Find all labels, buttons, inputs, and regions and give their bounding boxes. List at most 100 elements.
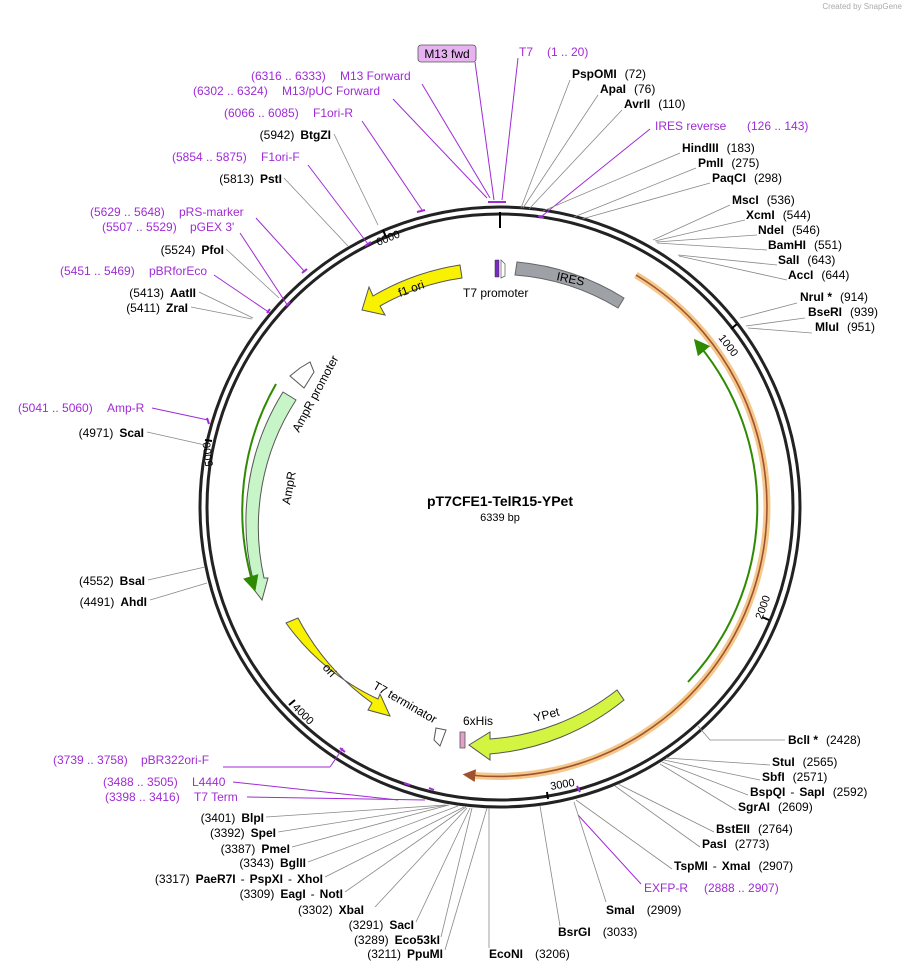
blpi-site: (3401)BlpI: [201, 811, 264, 825]
avrii-site: AvrII(110): [624, 97, 685, 111]
bsai-leader: [147, 566, 206, 581]
t7-terminator-feature: [433, 727, 447, 747]
pgex3-name: pGEX 3': [190, 220, 234, 234]
ppumi-leader: [444, 807, 488, 951]
tspmi-site: TspMI-XmaI(2907): [674, 859, 793, 873]
eco53ki-leader: [440, 807, 473, 938]
sali-site: SalI(643): [778, 253, 835, 267]
spei-leader: [277, 804, 449, 833]
ahdi-leader: [149, 582, 208, 601]
pmei-leader: [291, 804, 450, 848]
bsrgi-site: BsrGI(3033): [558, 925, 637, 939]
t7-term-leader: [246, 796, 426, 801]
ampr-primer-range: (5041 .. 5060): [18, 401, 93, 415]
blpi-leader: [265, 804, 447, 818]
acci-leader: [678, 255, 788, 281]
exfp-r-mark: [576, 785, 581, 793]
pbrforeco-mark: [266, 308, 271, 314]
pasi-leader: [614, 785, 701, 848]
his-feature: [459, 731, 466, 749]
ires-reverse-range: (126 .. 143): [747, 119, 808, 133]
pmli-site: PmlI(275): [698, 156, 759, 170]
ypet-feature: [468, 689, 625, 761]
pfoi-leader: [225, 248, 280, 299]
bglii-site: (3343)BglII: [239, 856, 306, 870]
t7-promoter-arrow: [500, 259, 506, 279]
bsteii-site: BstEII(2764): [716, 822, 793, 836]
tick-1000-line: [730, 323, 738, 330]
m13-forward-leader: [421, 83, 491, 199]
pgex3-mark: [285, 301, 291, 307]
ori-feature: [285, 617, 391, 717]
ypet-label: YPet: [532, 704, 561, 724]
tspmi-leader: [575, 799, 673, 870]
zrai-leader: [190, 306, 253, 320]
l4440-mark: [403, 782, 411, 786]
tick-2000-line: [761, 616, 770, 621]
paqci-site: PaqCI(298): [712, 171, 782, 185]
t7-term-mark: [428, 787, 435, 791]
ires-reverse-leader: [541, 128, 651, 217]
bsteii-leader: [617, 783, 715, 833]
t7-promoter-feature: [494, 259, 500, 278]
backbone-outer: [198, 205, 802, 809]
ampr-primer-leader: [151, 407, 209, 421]
ampr-orf-arrow: [241, 383, 277, 592]
ampr-promoter-feature: [289, 361, 315, 389]
t7-leader: [501, 57, 519, 201]
saci-site: (3291)SacI: [349, 918, 414, 932]
t7-primer-range: (1 .. 20): [547, 45, 588, 59]
mlui-site: MluI(951): [815, 320, 875, 334]
ampr-label: AmpR: [279, 470, 299, 506]
f1ori-f-leader: [307, 164, 369, 245]
bamhi-site: BamHI(551): [768, 238, 842, 252]
econi-site: EcoNI(3206): [489, 947, 570, 961]
t7-term-name: T7 Term: [194, 790, 238, 804]
pbrforeco-leader: [213, 274, 271, 314]
eagi-leader: [344, 806, 467, 893]
t7-primer-name: T7: [519, 45, 533, 59]
bcli-site: BclI *(2428): [788, 733, 861, 747]
green-orf-arrow: [687, 338, 759, 683]
tick-3000: 3000: [549, 777, 575, 793]
smai-site: SmaI(2909): [606, 903, 681, 917]
tick-6000-line: [382, 229, 387, 238]
f1ori-r-name: F1ori-R: [313, 106, 353, 120]
xbai-leader: [374, 807, 468, 908]
psti-leader: [283, 177, 349, 247]
msci-leader: [652, 204, 731, 241]
tick-3000-line: [546, 791, 549, 800]
beseri-leader: [745, 317, 806, 327]
mlui-leader: [747, 327, 813, 334]
scai-site: (4971)ScaI: [79, 426, 144, 440]
eco53ki-site: (3289)Eco53kI: [354, 933, 440, 947]
pbr322ori-f-mark: [339, 747, 346, 753]
ampr-promoter-label: AmpR promoter: [289, 353, 341, 434]
zrai-site: (5411)ZraI: [126, 301, 188, 315]
prs-marker-range: (5629 .. 5648): [90, 205, 165, 219]
l4440-leader: [232, 781, 399, 801]
plasmid-size: 6339 bp: [480, 512, 520, 524]
apai-site: ApaI(76): [600, 82, 655, 96]
pbr322ori-f-name: pBR322ori-F: [141, 753, 209, 767]
acci-site: AccI(644): [788, 268, 849, 282]
tick-5000-line: [204, 439, 213, 442]
f1ori-f-mark: [364, 241, 372, 247]
pbrforeco-name: pBRforEco: [149, 264, 207, 278]
tick-4000-line: [288, 699, 296, 706]
ampr-primer-mark: [206, 417, 210, 425]
aatii-site: (5413)AatII: [129, 286, 196, 300]
pspomi-site: PspOMI(72): [572, 67, 646, 81]
pbrforeco-range: (5451 .. 5469): [60, 264, 135, 278]
sbfi-site: SbfI(2571): [762, 770, 827, 784]
f1ori-f-name: F1ori-F: [261, 150, 300, 164]
paqci-leader: [581, 182, 711, 220]
bglii-leader: [307, 805, 459, 863]
pbr322ori-f-range: (3739 .. 3758): [53, 753, 128, 767]
ires-reverse-name: IRES reverse: [655, 119, 727, 133]
f1ori-r-range: (6066 .. 6085): [224, 106, 299, 120]
l4440-name: L4440: [192, 775, 226, 789]
exfp-r-leader: [577, 814, 642, 885]
ires-label: IRES: [555, 269, 585, 289]
